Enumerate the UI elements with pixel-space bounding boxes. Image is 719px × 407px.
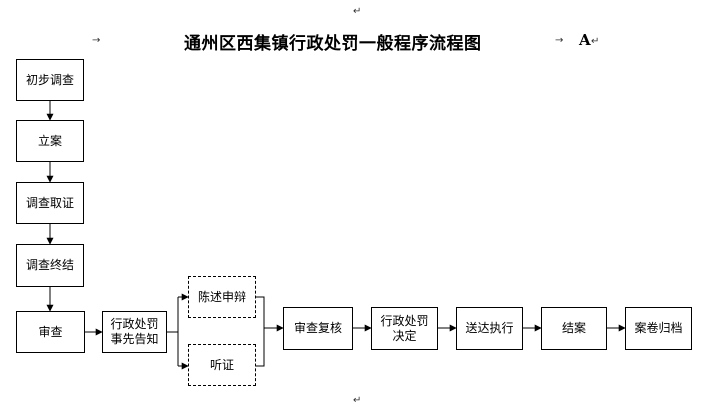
step-initial-investigation: 初步调查 — [16, 59, 84, 101]
version-mark: A — [579, 31, 591, 49]
step-prior-notice: 行政处罚 事先告知 — [102, 311, 167, 353]
paragraph-mark-bottom: ↵ — [353, 395, 362, 406]
step-statement-defense: 陈述申辩 — [188, 276, 256, 318]
step-review: 审查 — [16, 311, 85, 353]
step-case-closure: 结案 — [541, 307, 607, 350]
step-case-filing: 立案 — [16, 120, 84, 162]
step-investigation-conclusion: 调查终结 — [16, 244, 84, 287]
paragraph-mark-top: ↵ — [353, 6, 362, 17]
step-penalty-decision: 行政处罚 决定 — [371, 307, 438, 350]
step-hearing: 听证 — [188, 344, 256, 386]
tab-arrow-mark-left: → — [92, 35, 101, 46]
step-delivery-execution: 送达执行 — [456, 307, 523, 350]
tab-arrow-mark-right: → — [555, 35, 564, 46]
line-statement-merge — [256, 296, 265, 367]
step-archiving: 案卷归档 — [625, 307, 692, 350]
diagram-title: 通州区西集镇行政处罚一般程序流程图 — [184, 34, 482, 54]
step-review-recheck: 审查复核 — [283, 307, 353, 350]
step-evidence-collection: 调查取证 — [16, 182, 84, 224]
paragraph-mark-title: ↵ — [591, 36, 600, 47]
